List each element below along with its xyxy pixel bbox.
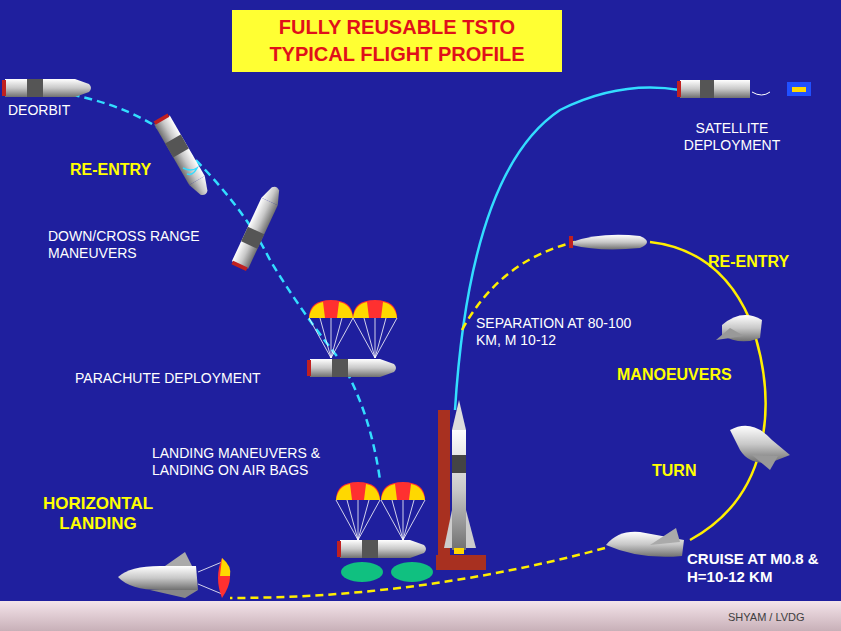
upper-stage <box>677 80 770 98</box>
stage-label: DEORBIT <box>8 102 70 119</box>
parachute <box>309 300 353 358</box>
orbiter-reentry <box>569 235 647 250</box>
phase-label: TURN <box>652 461 696 480</box>
orbiter-turn <box>730 426 790 470</box>
phase-label: DOWN/CROSS RANGE MANEUVERS <box>48 228 238 262</box>
phase-label: RE-ENTRY <box>708 252 789 271</box>
phase-label: LANDING MANEUVERS & LANDING ON AIR BAGS <box>152 445 367 479</box>
cruise-trajectory <box>230 548 605 598</box>
booster-deorbit <box>2 79 91 97</box>
booster-reentry <box>153 113 213 199</box>
phase-label: CRUISE AT M0.8 & H=10-12 KM <box>687 550 837 586</box>
airbag <box>341 562 383 582</box>
orbiter-landing <box>118 552 230 598</box>
booster-trajectory <box>20 88 380 480</box>
phase-label: PARACHUTE DEPLOYMENT <box>75 370 261 387</box>
phase-label: HORIZONTAL LANDING <box>28 494 168 535</box>
booster-descent <box>307 359 396 377</box>
phase-label: SEPARATION AT 80-100 KM, M 10-12 <box>476 315 651 349</box>
orbiter-maneuver <box>716 315 762 341</box>
title-box: FULLY REUSABLE TSTO TYPICAL FLIGHT PROFI… <box>232 10 562 72</box>
airbag <box>391 562 433 582</box>
phase-label: SATELLITE DEPLOYMENT <box>672 120 792 154</box>
ascent-trajectory <box>455 88 680 411</box>
parachute <box>353 300 397 358</box>
parachute <box>336 482 380 540</box>
orbiter-cruise <box>606 528 684 557</box>
return-trajectory <box>650 242 766 540</box>
ground-strip <box>0 601 841 631</box>
credit-label: SHYAM / LVDG <box>728 611 805 624</box>
title-text: FULLY REUSABLE TSTO TYPICAL FLIGHT PROFI… <box>262 14 532 68</box>
booster-maneuver <box>231 183 285 271</box>
phase-label: RE-ENTRY <box>70 160 151 179</box>
booster-airbag <box>337 540 426 558</box>
parachute <box>381 482 425 540</box>
satellite <box>787 82 811 96</box>
launch-vehicle <box>436 400 486 570</box>
phase-label: MANOEUVERS <box>617 365 732 384</box>
